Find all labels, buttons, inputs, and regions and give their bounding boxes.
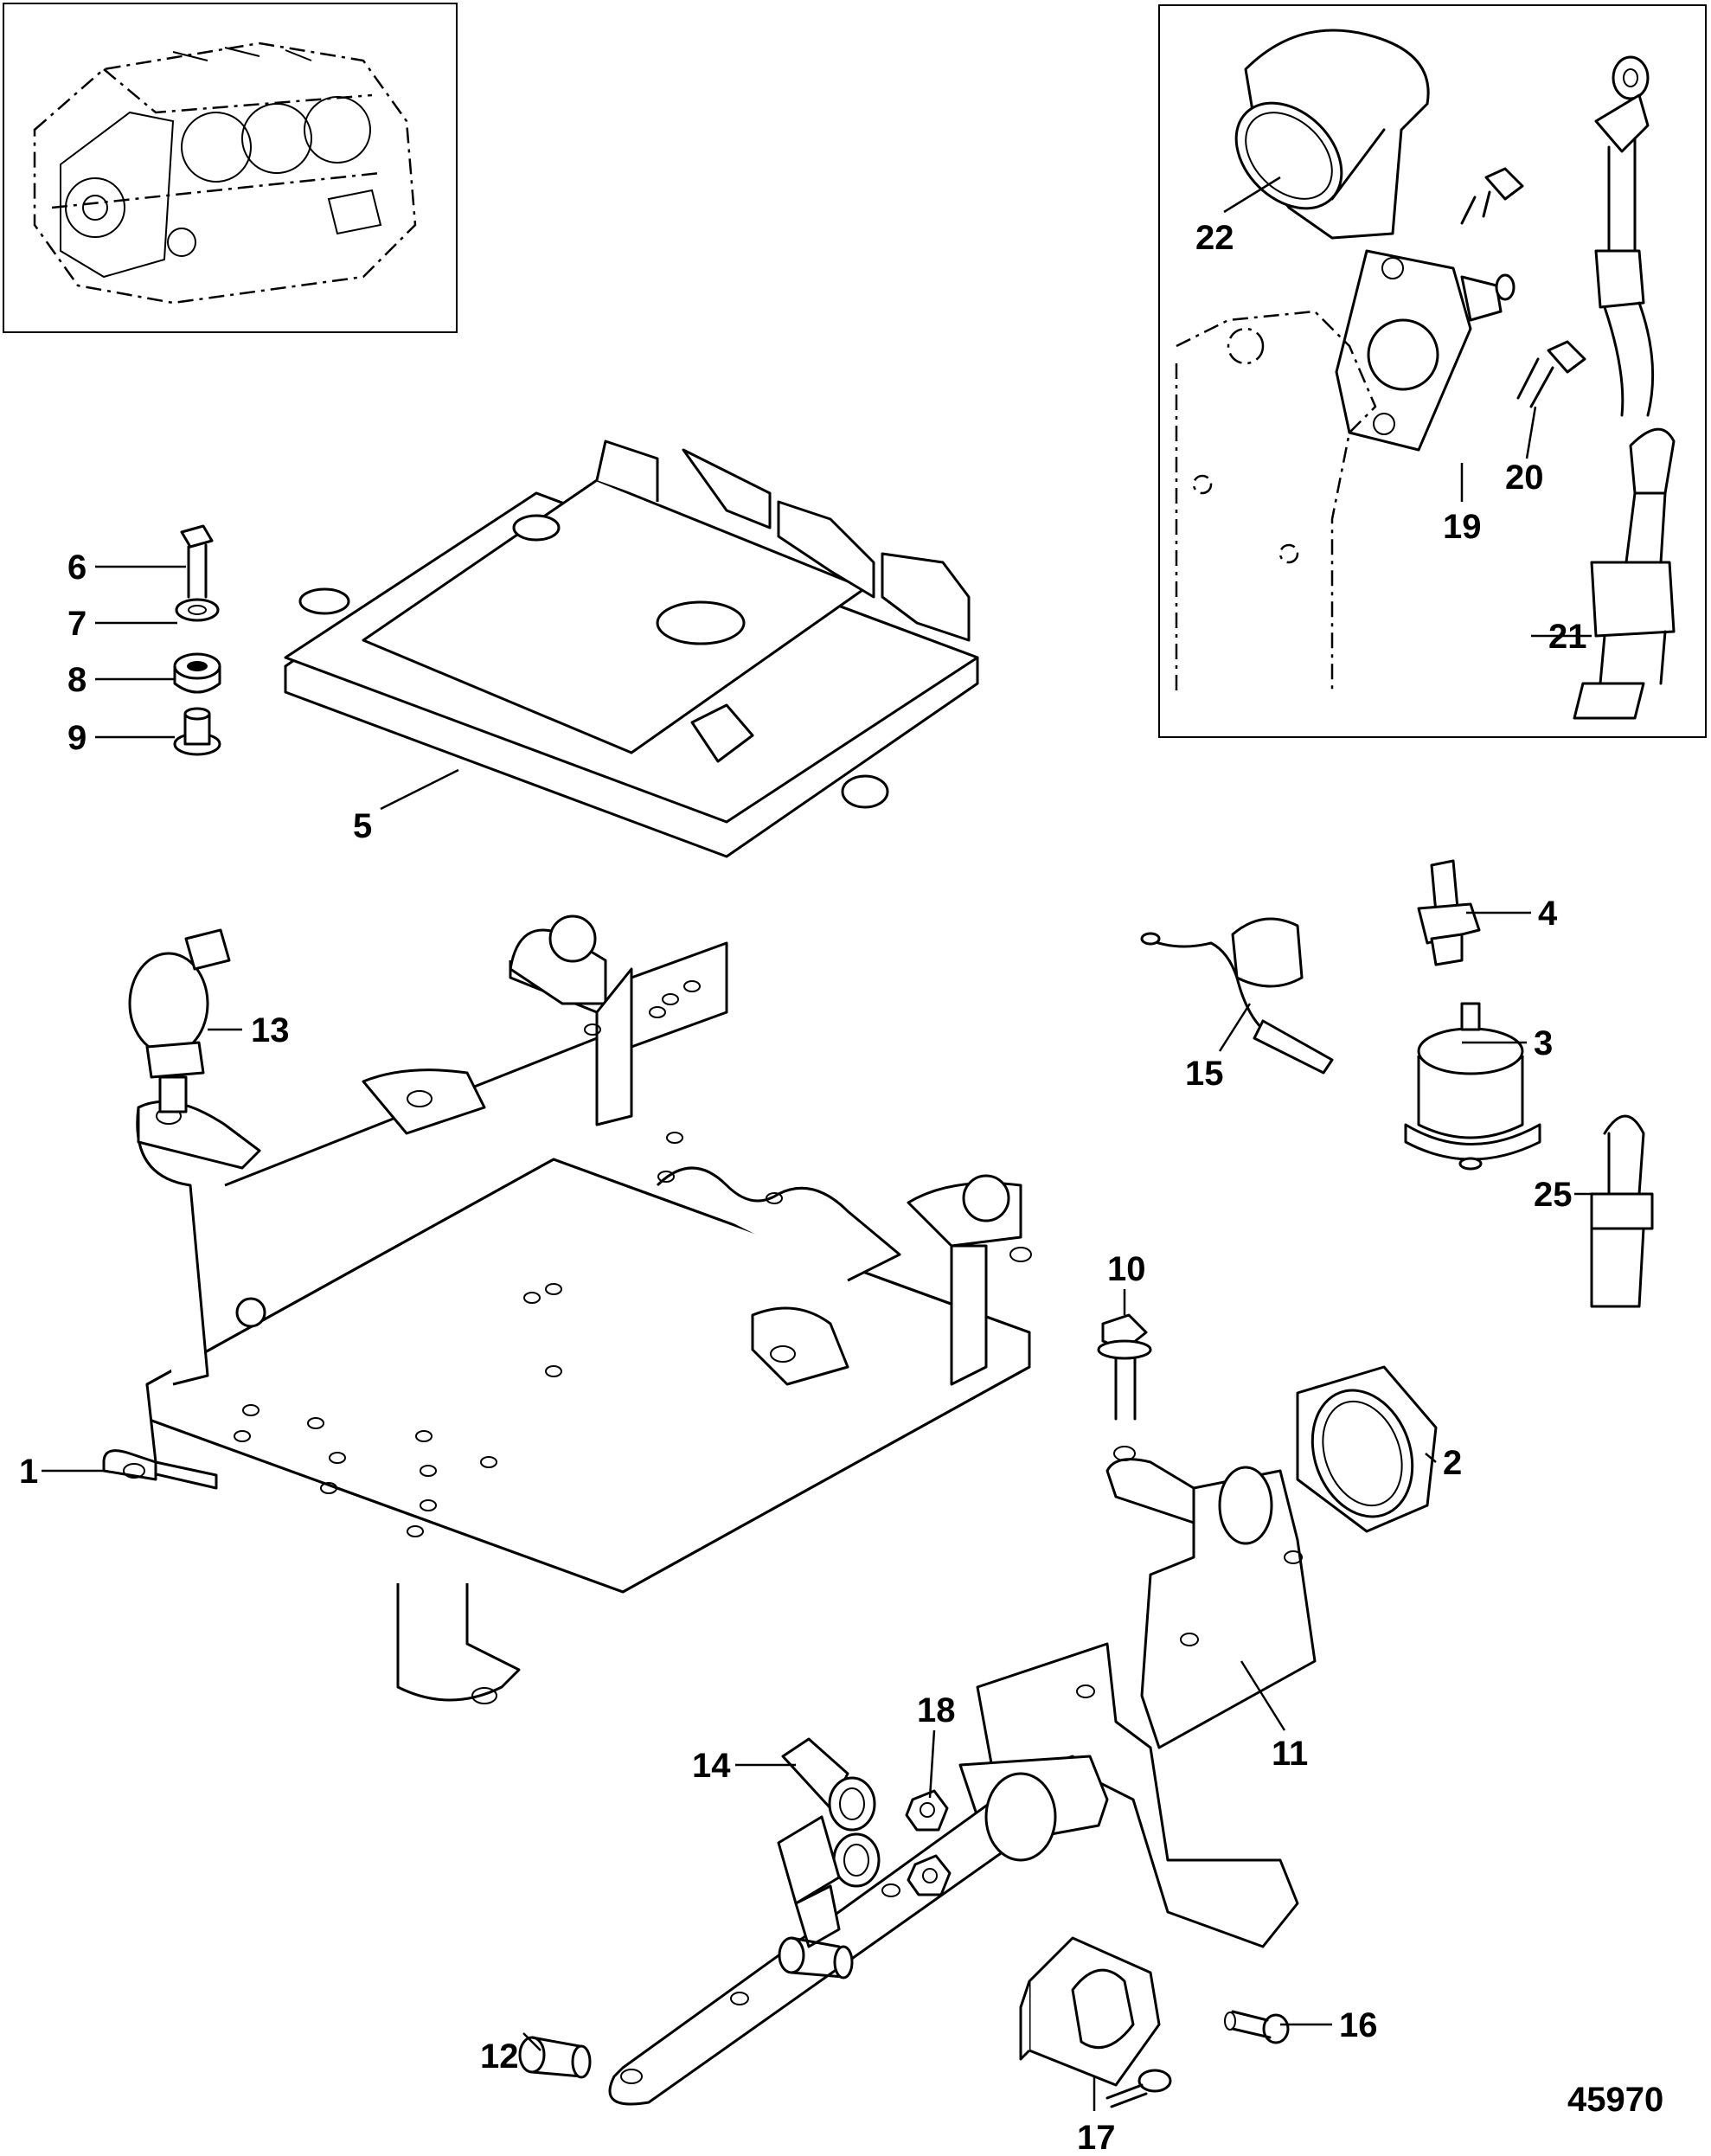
callout-18: 18	[917, 1691, 956, 1729]
callout-10: 10	[1107, 1250, 1146, 1288]
part-14-terminal	[777, 1737, 881, 1948]
part-9-sleeve	[173, 707, 221, 756]
part-12-pins	[518, 1936, 854, 2079]
detail-inset-frame	[1158, 4, 1707, 738]
callout-7: 7	[67, 605, 87, 643]
part-10-bolt	[1097, 1313, 1152, 1421]
callout-1: 1	[19, 1453, 38, 1491]
callout-21: 21	[1548, 618, 1587, 656]
figure-number: 45970	[1567, 2081, 1663, 2119]
callout-12: 12	[480, 2037, 519, 2076]
part-20-bolts	[1460, 167, 1586, 408]
callout-13: 13	[251, 1011, 290, 1049]
callout-20: 20	[1505, 459, 1544, 497]
part-4-sender	[1417, 859, 1481, 966]
leader-lines	[42, 176, 1596, 2111]
callout-16: 16	[1339, 2006, 1378, 2044]
callout-2: 2	[1443, 1444, 1462, 1482]
callout-11: 11	[1272, 1735, 1308, 1773]
part-3-sender	[1404, 1002, 1541, 1171]
dashed-mount-outline	[1175, 310, 1377, 692]
engine-block-inset-frame	[3, 3, 458, 333]
callout-17: 17	[1077, 2119, 1116, 2156]
part-2-nut	[1296, 1365, 1438, 1533]
callout-8: 8	[67, 661, 87, 699]
part-5-ecm-module	[284, 440, 979, 858]
part-13-clamp	[128, 928, 231, 1113]
callout-25: 25	[1534, 1176, 1573, 1214]
part-7-washer	[175, 598, 220, 622]
callout-6: 6	[67, 549, 87, 587]
engine-block-illustration	[33, 42, 417, 305]
callout-15: 15	[1185, 1055, 1224, 1093]
callout-5: 5	[353, 807, 372, 845]
callout-9: 9	[67, 719, 87, 757]
part-18-nuts	[905, 1789, 952, 1896]
callout-19: 19	[1443, 508, 1482, 546]
callout-14: 14	[692, 1747, 731, 1785]
part-19-sensor	[1335, 249, 1516, 452]
part-6-bolt	[180, 524, 214, 599]
part-16-screw	[1224, 2010, 1290, 2044]
part-21-cable	[1573, 55, 1676, 720]
callout-3: 3	[1534, 1024, 1553, 1062]
callout-4: 4	[1538, 895, 1558, 933]
part-25-connector	[1590, 1114, 1654, 1308]
part-8-grommet	[173, 652, 221, 694]
callout-22: 22	[1195, 219, 1234, 257]
part-11-bracket	[608, 1446, 1317, 2106]
part-17-switch	[1019, 1936, 1172, 2108]
part-22-boot	[1234, 29, 1430, 240]
callout-labels: 1 2 3 4 5 6 7 8 9 10 11 12 13 14 15 16 1…	[19, 219, 1663, 2156]
part-1-main-bracket	[102, 914, 1032, 1704]
part-15-sensor	[1140, 917, 1334, 1075]
